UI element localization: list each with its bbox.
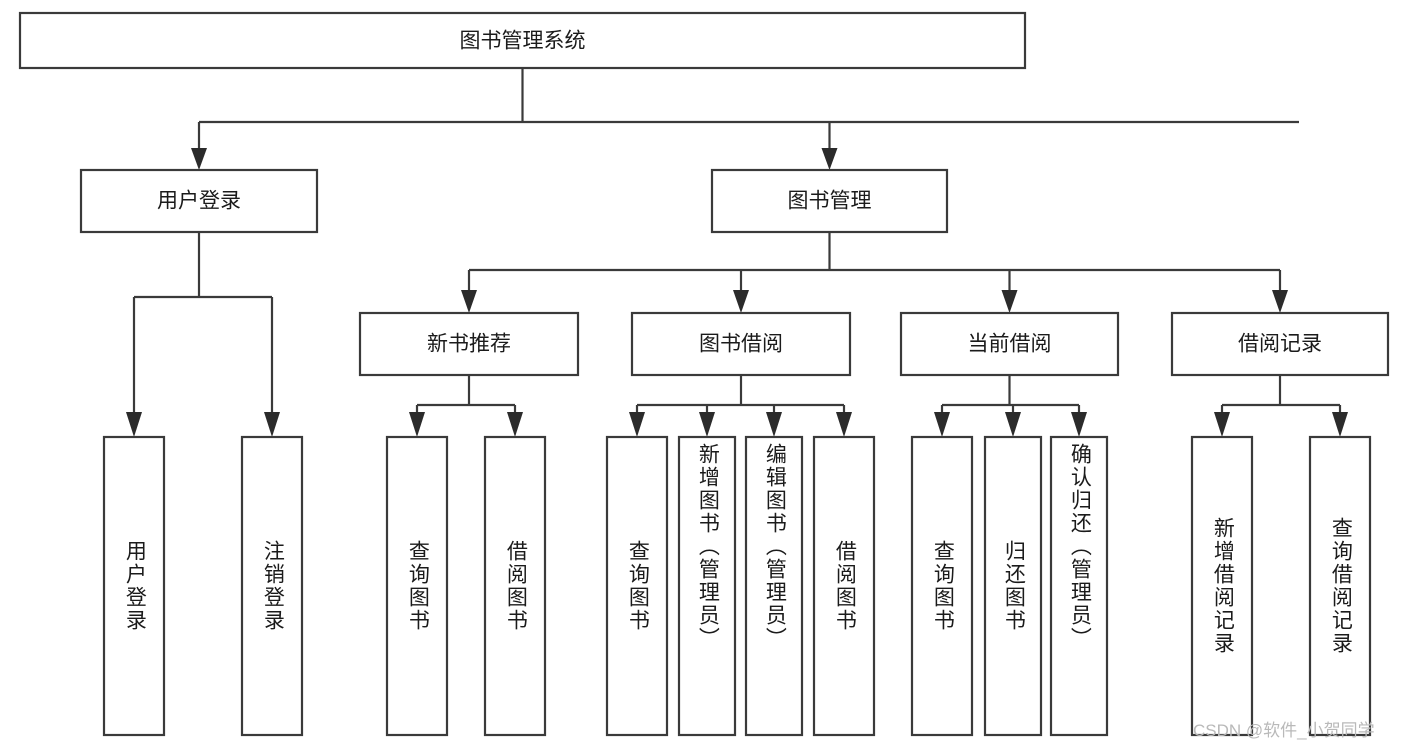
leaf-add-borrow-record-box[interactable] [1190, 435, 1254, 737]
arrow-head-leaf-query-book-current [934, 412, 950, 437]
arrow-head-leaf-logout [264, 412, 280, 437]
arrow-head-leaf-add-book-admin [699, 412, 715, 437]
leaf-boxes [102, 435, 1372, 737]
arrow-head-leaf-add-borrow-record [1214, 412, 1230, 437]
node-book-management-box[interactable] [710, 168, 949, 234]
leaf-borrow-book-recommend-box[interactable] [483, 435, 547, 737]
leaf-query-borrow-record-box[interactable] [1308, 435, 1372, 737]
arrow-head-new-book-recommend [461, 290, 477, 313]
node-user-login-box[interactable] [79, 168, 319, 234]
connector-group-book-management [461, 232, 1288, 313]
leaf-confirm-return-admin-box[interactable] [1049, 435, 1109, 737]
leaf-add-book-admin-box[interactable] [677, 435, 737, 737]
leaf-query-book-current-box[interactable] [910, 435, 974, 737]
node-user-login[interactable]: 用户登录 [79, 168, 319, 234]
connector-group-book-borrow [629, 375, 852, 437]
leaf-query-book-recommend-box[interactable] [385, 435, 449, 737]
arrow-head-leaf-query-book-recommend [409, 412, 425, 437]
connector-group-current-borrow [934, 375, 1087, 437]
node-root-label: 图书管理系统 [460, 30, 586, 53]
node-book-management-label: 图书管理 [788, 190, 872, 213]
arrow-head-current-borrow [1001, 290, 1018, 313]
csdn-watermark: CSDN @软件_小贺同学 [1193, 721, 1375, 740]
node-book-borrow[interactable]: 图书借阅 [630, 311, 852, 377]
connector-group-borrow-records [1214, 375, 1348, 437]
leaf-edit-book-admin-box[interactable] [744, 435, 804, 737]
node-root[interactable]: 图书管理系统 [18, 11, 1027, 70]
arrow-head-leaf-borrow-book [836, 412, 852, 437]
connector-group-user-login [126, 232, 280, 437]
leaf-query-book-borrow-box[interactable] [605, 435, 669, 737]
connector-group-root [191, 68, 1299, 170]
arrow-head-user-login [191, 148, 207, 170]
arrow-head-leaf-edit-book-admin [766, 412, 782, 437]
arrow-head-book-borrow [733, 290, 749, 313]
node-new-book-recommend-label: 新书推荐 [427, 333, 511, 356]
node-user-login-label: 用户登录 [157, 190, 241, 213]
arrow-head-leaf-query-book-borrow [629, 412, 645, 437]
node-book-borrow-label: 图书借阅 [699, 333, 783, 356]
leaf-return-book-box[interactable] [983, 435, 1043, 737]
node-current-borrow-box[interactable] [899, 311, 1120, 377]
node-book-management[interactable]: 图书管理 [710, 168, 949, 234]
arrow-head-leaf-confirm-return-admin [1071, 412, 1087, 437]
node-current-borrow-label: 当前借阅 [968, 333, 1052, 356]
arrow-head-leaf-query-borrow-record [1332, 412, 1348, 437]
arrow-head-leaf-borrow-book-recommend [507, 412, 523, 437]
node-current-borrow[interactable]: 当前借阅 [899, 311, 1120, 377]
arrow-head-borrow-records [1272, 290, 1288, 313]
leaf-borrow-book-box[interactable] [812, 435, 876, 737]
node-borrow-records-box[interactable] [1170, 311, 1390, 377]
arrow-head-leaf-user-login [126, 412, 142, 437]
arrow-head-leaf-return-book [1005, 412, 1021, 437]
node-new-book-recommend[interactable]: 新书推荐 [358, 311, 580, 377]
node-book-borrow-box[interactable] [630, 311, 852, 377]
node-borrow-records-label: 借阅记录 [1238, 333, 1322, 356]
arrow-head-book-management [821, 148, 838, 170]
node-new-book-recommend-box[interactable] [358, 311, 580, 377]
leaf-user-login-box[interactable] [102, 435, 166, 737]
connector-group-new-book-recommend [409, 375, 523, 437]
node-borrow-records[interactable]: 借阅记录 [1170, 311, 1390, 377]
leaf-logout-box[interactable] [240, 435, 304, 737]
node-root-box[interactable] [18, 11, 1027, 70]
